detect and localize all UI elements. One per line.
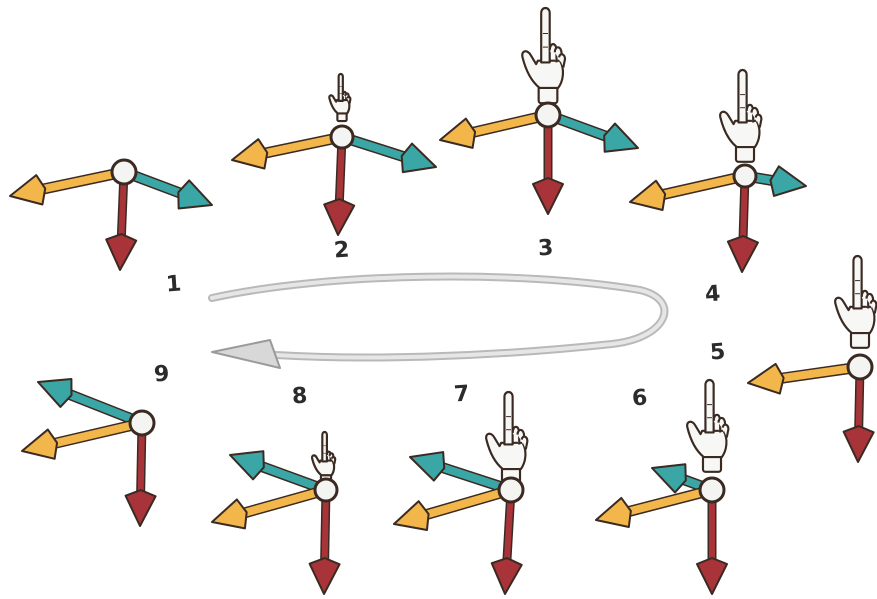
z-axis-arrow-9 — [124, 418, 157, 527]
gimbal-hub-1 — [110, 158, 138, 186]
hand-icon-6 — [686, 378, 730, 473]
gimbal-figure-4 — [629, 68, 807, 273]
gimbal-figure-1 — [9, 158, 213, 271]
z-axis-arrow-4 — [726, 171, 759, 273]
hand-icon-7 — [485, 390, 529, 485]
z-axis-arrow-6 — [696, 485, 728, 595]
z-axis-arrow-7 — [490, 485, 523, 595]
gimbal-hub-4 — [732, 163, 758, 189]
z-axis-arrow-8 — [308, 485, 341, 595]
y-axis-arrow-1 — [118, 166, 213, 210]
gimbal-hub-5 — [846, 353, 874, 381]
step-label-7: 7 — [453, 381, 471, 408]
hand-icon-2 — [328, 72, 352, 123]
z-axis-arrow-5 — [842, 362, 875, 463]
gimbal-hub-3 — [534, 101, 562, 129]
x-axis-arrow-8 — [211, 484, 332, 530]
gimbal-figure-6 — [595, 378, 730, 595]
gimbal-hub-9 — [128, 409, 156, 437]
z-axis-arrow-1 — [105, 167, 138, 271]
step-label-8: 8 — [291, 383, 309, 410]
hand-icon-8 — [310, 430, 337, 485]
gimbal-figure-9 — [21, 378, 157, 527]
x-axis-arrow-3 — [439, 109, 554, 149]
step-label-9: 9 — [153, 361, 171, 388]
gimbal-hub-7 — [497, 476, 525, 504]
z-axis-arrow-3 — [532, 110, 564, 215]
hand-icon-5 — [834, 254, 877, 349]
gimbal-figure-8 — [211, 430, 341, 595]
gimbal-hub-8 — [313, 477, 339, 503]
hand-icon-4 — [719, 68, 763, 163]
x-axis-arrow-5 — [747, 361, 866, 395]
gimbal-figure-7 — [393, 390, 529, 595]
gimbal-figure-3 — [439, 6, 639, 215]
y-axis-arrow-4 — [739, 165, 807, 197]
x-axis-arrow-1 — [9, 166, 130, 206]
z-axis-arrow-2 — [323, 132, 356, 236]
step-label-3: 3 — [537, 235, 555, 262]
x-axis-arrow-2 — [231, 131, 348, 170]
hand-icon-3 — [521, 6, 567, 105]
step-label-2: 2 — [333, 237, 351, 264]
x-axis-arrow-4 — [629, 170, 751, 212]
x-axis-arrow-7 — [393, 484, 517, 532]
y-axis-arrow-2 — [336, 131, 437, 174]
y-axis-arrow-3 — [542, 109, 639, 153]
x-axis-arrow-9 — [21, 417, 148, 460]
gimbal-figure-2 — [231, 72, 437, 236]
step-label-4: 4 — [704, 281, 722, 308]
y-axis-arrow-9 — [37, 378, 148, 429]
gimbal-figure-5 — [747, 254, 877, 463]
gimbal-hub-2 — [329, 124, 355, 150]
gimbal-hub-6 — [698, 476, 726, 504]
loop-path-arrow — [208, 272, 669, 369]
step-label-6: 6 — [631, 385, 649, 412]
step-label-1: 1 — [165, 271, 183, 298]
step-label-5: 5 — [709, 339, 727, 366]
x-axis-arrow-6 — [595, 484, 718, 529]
